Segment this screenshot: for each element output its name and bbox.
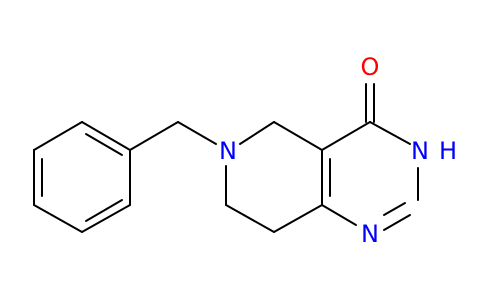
bond-ch2-c4a: [273, 121, 323, 151]
piperidine-ring: [225, 121, 323, 233]
atom-h-amide: H: [439, 137, 457, 165]
bond-benzene-3: [81, 204, 131, 233]
atom-n-ring: N: [219, 137, 237, 165]
atom-n-amide: N: [411, 137, 429, 165]
benzene-ring: [33, 121, 131, 233]
bond-c4-n3: [369, 121, 411, 145]
atom-o-carbonyl: O: [361, 53, 380, 81]
bond-benzene-1: [81, 121, 131, 151]
bond-benzene-4: [33, 204, 83, 233]
bond-n1-c8a: [321, 204, 357, 226]
bond-c2-n1-double: [383, 202, 406, 216]
bond-benzene-6: [33, 121, 83, 151]
bond-c2-n1: [383, 214, 411, 231]
bond-n-ch2-top: [239, 121, 275, 145]
bond-ch2-n: [177, 121, 217, 145]
bond-c8a-ch2: [273, 204, 323, 233]
atom-n-lower: N: [361, 220, 379, 248]
bond-benzene-inner-2: [85, 199, 123, 222]
bond-benzene-inner-1: [85, 133, 123, 156]
bond-benzyl-ch2: [129, 121, 179, 151]
pyrimidinone-ring: [321, 121, 419, 231]
bond-c4a-c4: [321, 121, 371, 151]
bond-ch2-ch2-bottom: [225, 204, 275, 233]
